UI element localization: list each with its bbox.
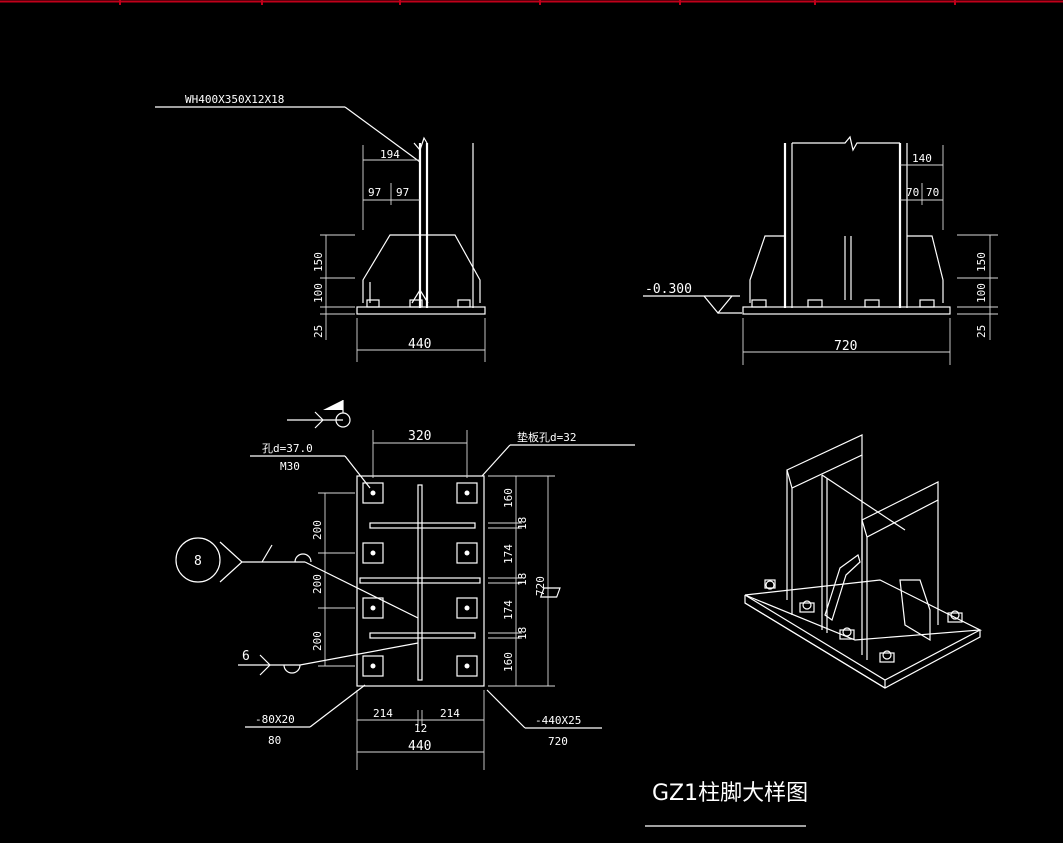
drawing-title: GZ1柱脚大样图: [652, 781, 808, 806]
plan-right-dim-6: 18: [516, 627, 529, 640]
bolt-label: M30: [280, 460, 300, 473]
plan-right-dim-2: 18: [516, 517, 529, 530]
plan-left-dim-2: 200: [311, 574, 324, 594]
front-dim-half-b: 97: [396, 186, 409, 199]
plan-total-height: 720: [534, 576, 547, 596]
side-dim-base-width: 720: [834, 339, 857, 354]
plan-right-dim-4: 18: [516, 573, 529, 586]
plan-right-dim-1: 160: [502, 488, 515, 508]
front-dim-base-thk: 25: [312, 325, 325, 338]
front-elevation-view: WH400X350X12X18 194 97 97 150 100 25: [155, 93, 486, 362]
washer-label: 垫板孔d=32: [517, 430, 577, 444]
side-dim-stiff-h: 150: [975, 252, 988, 272]
front-dim-plate-h: 100: [312, 283, 325, 303]
plan-bottom-dim-1: 214: [373, 707, 393, 720]
plate-label-a: -440X25: [535, 714, 581, 727]
drawing-title-block: GZ1柱脚大样图: [645, 781, 808, 827]
stiffener-label-b: 80: [268, 734, 281, 747]
plan-bottom-dim-2: 12: [414, 722, 427, 735]
plan-right-dim-7: 160: [502, 652, 515, 672]
top-border: [0, 0, 1063, 5]
side-dim-half-a: 70: [906, 186, 919, 199]
plan-left-dim-3: 200: [311, 631, 324, 651]
plate-label-b: 720: [548, 735, 568, 748]
section-label: WH400X350X12X18: [185, 93, 284, 106]
side-elevation-view: -0.300 140 70 70 150 100 25 720: [643, 135, 998, 365]
plan-view: 320 孔d=37.0 M30 垫板孔d=32 200 200 200: [175, 400, 635, 770]
weld-circle-number: 8: [194, 554, 202, 569]
weld-size-label: 6: [242, 649, 250, 664]
plan-right-dim-5: 174: [502, 600, 515, 620]
plan-top-spacing: 320: [408, 429, 431, 444]
plan-left-dim-1: 200: [311, 520, 324, 540]
side-dim-half-b: 70: [926, 186, 939, 199]
iso-bolts: [539, 579, 963, 663]
front-dim-top: 194: [380, 148, 400, 161]
front-dim-half-a: 97: [368, 186, 381, 199]
plan-total-width: 440: [408, 739, 431, 754]
isometric-view: [539, 434, 983, 689]
hole-label: 孔d=37.0: [262, 442, 313, 455]
side-dim-top: 140: [912, 152, 932, 165]
stiffener-label-a: -80X20: [255, 713, 295, 726]
front-dim-base-width: 440: [408, 337, 431, 352]
elevation-label: -0.300: [645, 282, 692, 297]
anchor-bolts: [362, 482, 478, 677]
side-dim-base-thk: 25: [975, 325, 988, 338]
front-dim-stiff-h: 150: [312, 252, 325, 272]
plan-right-dim-3: 174: [502, 544, 515, 564]
plan-bottom-dim-3: 214: [440, 707, 460, 720]
side-dim-plate-h: 100: [975, 283, 988, 303]
